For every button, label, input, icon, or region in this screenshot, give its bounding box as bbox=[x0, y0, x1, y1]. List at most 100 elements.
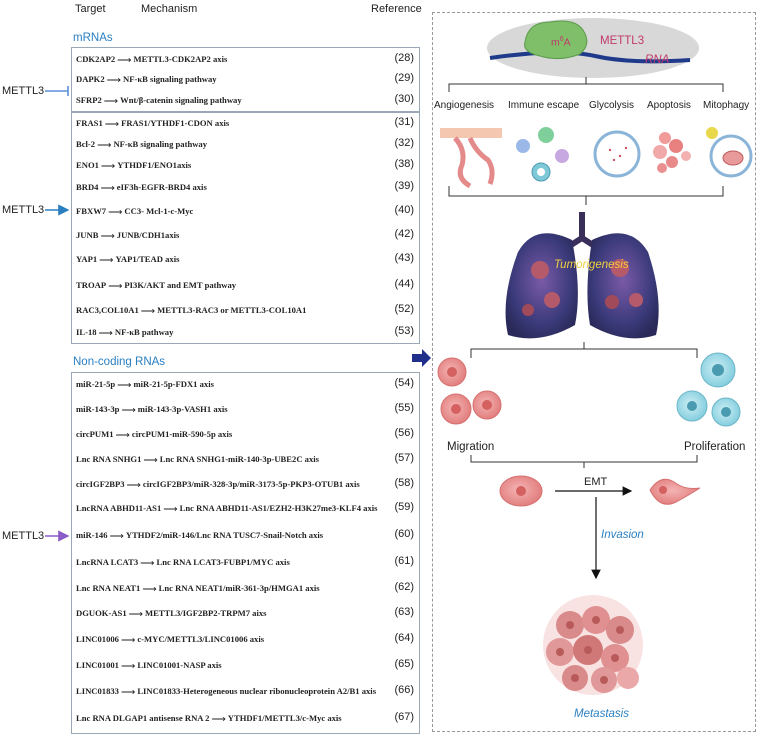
proliferation-cells-icon bbox=[676, 352, 741, 427]
table-row: TROAP⟶PI3K/AKT and EMT pathway (44) bbox=[76, 278, 418, 292]
section-mrnas: mRNAs bbox=[73, 32, 113, 44]
table-row: Lnc RNA DLGAP1 antisense RNA 2⟶YTHDF1/ME… bbox=[76, 711, 418, 725]
migration-label: Migration bbox=[447, 441, 495, 453]
row-target: DGUOK-AS1 bbox=[76, 608, 127, 618]
process-glycolysis: Glycolysis bbox=[589, 100, 635, 111]
table-row: LINC01006⟶c-MYC/METTL3/LINC01006 axis(64… bbox=[76, 632, 418, 646]
row-target: miR-143-3p bbox=[76, 404, 120, 414]
row-reference: (42) bbox=[394, 228, 414, 240]
row-target: Bcl-2 bbox=[76, 139, 96, 149]
row-reference: (59) bbox=[394, 501, 414, 513]
right-arrow-icon: ⟶ bbox=[100, 183, 115, 194]
row-target: miR-146 bbox=[76, 530, 108, 540]
row-target: FRAS1 bbox=[76, 118, 103, 128]
right-arrow-icon: ⟶ bbox=[109, 531, 124, 542]
right-arrow-icon: ⟶ bbox=[143, 455, 158, 466]
process-mitophagy: Mitophagy bbox=[703, 100, 750, 111]
big-arrow bbox=[412, 349, 431, 367]
immune-escape-icon bbox=[516, 127, 569, 182]
row-reference: (30) bbox=[394, 93, 414, 105]
mitophagy-icon bbox=[706, 127, 753, 178]
row-target: JUNB bbox=[76, 230, 99, 240]
right-arrow-icon: ⟶ bbox=[120, 687, 136, 698]
header-reference: Reference bbox=[371, 3, 422, 15]
group-box-promoted bbox=[71, 112, 420, 344]
row-mechanism: YAP1/TEAD axis bbox=[115, 254, 180, 264]
table-row: BRD4⟶eIF3h-EGFR-BRD4 axis(39) bbox=[76, 180, 418, 194]
row-mechanism: Lnc RNA LCAT3-FUBP1/MYC axis bbox=[156, 557, 290, 567]
table-row: DGUOK-AS1⟶METTL3/IGF2BP2-TRPM7 aixs(63) bbox=[76, 606, 418, 620]
row-mechanism: YTHDF1/METTL3/c-Myc axis bbox=[227, 713, 342, 723]
row-mechanism: circPUM1-miR-590-5p axis bbox=[131, 429, 233, 439]
row-mechanism: NF-κB signaling pathway bbox=[113, 139, 208, 149]
row-reference: (55) bbox=[394, 402, 414, 414]
table-row: CDK2AP2⟶METTL3-CDK2AP2 axis(28) bbox=[76, 52, 418, 66]
row-mechanism: JUNB/CDH1axis bbox=[116, 230, 180, 240]
table-row: Bcl-2⟶NF-κB signaling pathway(32) bbox=[76, 137, 418, 151]
glycolysis-icon bbox=[593, 130, 641, 178]
table-row: YAP1⟶YAP1/TEAD axis(43) bbox=[76, 252, 418, 266]
row-mechanism: LINC01833-Heterogeneous nuclear ribonucl… bbox=[137, 686, 377, 696]
right-arrow-icon: ⟶ bbox=[97, 140, 112, 151]
process-immune-escape: Immune escape bbox=[508, 100, 580, 111]
m6a-label: m6A bbox=[551, 36, 571, 49]
row-reference: (43) bbox=[394, 252, 414, 264]
row-target: miR-21-5p bbox=[76, 379, 116, 389]
group-box-inhibited bbox=[71, 47, 420, 112]
table-row: IL-18⟶NF-κB pathway(53) bbox=[76, 325, 418, 339]
row-reference: (44) bbox=[394, 278, 414, 290]
row-reference: (57) bbox=[394, 452, 414, 464]
right-arrow-icon: ⟶ bbox=[140, 558, 155, 569]
group-box-noncoding bbox=[71, 372, 420, 734]
row-mechanism: YTHDF2/miR-146/Lnc RNA TUSC7-Snail-Notch… bbox=[125, 530, 324, 540]
right-arrow-icon: ⟶ bbox=[117, 380, 132, 391]
row-reference: (56) bbox=[394, 427, 414, 439]
mettl3-label-inhibit: METTL3 bbox=[2, 85, 45, 97]
table-row: ENO1⟶YTHDF1/ENO1axis(38) bbox=[76, 158, 418, 172]
angiogenesis-icon bbox=[440, 128, 502, 189]
table-row: RAC3,COL10A1⟶METTL3-RAC3 or METTL3-COL10… bbox=[76, 303, 418, 317]
mettl3-label-noncoding: METTL3 bbox=[2, 530, 45, 542]
metastasis-label: Metastasis bbox=[574, 708, 629, 720]
row-reference: (28) bbox=[394, 52, 414, 64]
row-target: BRD4 bbox=[76, 182, 99, 192]
table-row: JUNB⟶JUNB/CDH1axis(42) bbox=[76, 228, 418, 242]
right-arrow-icon: ⟶ bbox=[117, 55, 132, 66]
right-arrow-icon: ⟶ bbox=[121, 405, 136, 416]
right-arrow-icon: ⟶ bbox=[103, 96, 119, 107]
table-row: LINC01833⟶LINC01833-Heterogeneous nuclea… bbox=[76, 684, 418, 698]
table-row: Lnc RNA SNHG1⟶Lnc RNA SNHG1-miR-140-3p-U… bbox=[76, 452, 418, 466]
row-target: YAP1 bbox=[76, 254, 98, 264]
row-mechanism: PI3K/AKT and EMT pathway bbox=[124, 280, 237, 290]
row-target: LINC01833 bbox=[76, 686, 119, 696]
tumorigenesis-label: Tumorigenesis bbox=[554, 259, 629, 271]
row-reference: (65) bbox=[394, 658, 414, 670]
table-row: LncRNA LCAT3⟶Lnc RNA LCAT3-FUBP1/MYC axi… bbox=[76, 555, 418, 569]
table-row: circIGF2BP3⟶circIGF2BP3/miR-328-3p/miR-3… bbox=[76, 477, 418, 491]
apoptosis-icon bbox=[653, 132, 691, 173]
row-target: LINC01001 bbox=[76, 660, 119, 670]
right-arrow-icon: ⟶ bbox=[108, 281, 123, 292]
emt-mesenchymal-cell-icon bbox=[649, 478, 701, 505]
row-target: TROAP bbox=[76, 280, 107, 290]
row-reference: (63) bbox=[394, 606, 414, 618]
mettl3-diagram-label: METTL3 bbox=[600, 35, 645, 47]
row-mechanism: circIGF2BP3/miR-328-3p/miR-3173-5p-PKP3-… bbox=[142, 479, 360, 489]
lung-tumor-icon bbox=[505, 212, 659, 339]
mettl3-enzyme-icon bbox=[524, 20, 588, 60]
row-reference: (60) bbox=[394, 528, 414, 540]
rna-strand bbox=[489, 50, 691, 64]
emt-label: EMT bbox=[584, 476, 608, 488]
row-target: FBXW7 bbox=[76, 206, 107, 216]
right-arrow-icon: ⟶ bbox=[128, 609, 143, 620]
right-arrow-icon: ⟶ bbox=[211, 714, 226, 725]
table-row: Lnc RNA NEAT1⟶Lnc RNA NEAT1/miR-361-3p/H… bbox=[76, 581, 418, 595]
row-target: circPUM1 bbox=[76, 429, 114, 439]
row-mechanism: Wnt/β-catenin signaling pathway bbox=[120, 95, 242, 105]
table-row: LncRNA ABHD11-AS1⟶Lnc RNA ABHD11-AS1/EZH… bbox=[76, 501, 418, 515]
row-mechanism: METTL3-RAC3 or METTL3-COL10A1 bbox=[157, 305, 307, 315]
rna-label: RNA bbox=[645, 54, 670, 66]
mettl3-label-promote: METTL3 bbox=[2, 204, 45, 216]
mechanism-panel bbox=[432, 12, 756, 732]
